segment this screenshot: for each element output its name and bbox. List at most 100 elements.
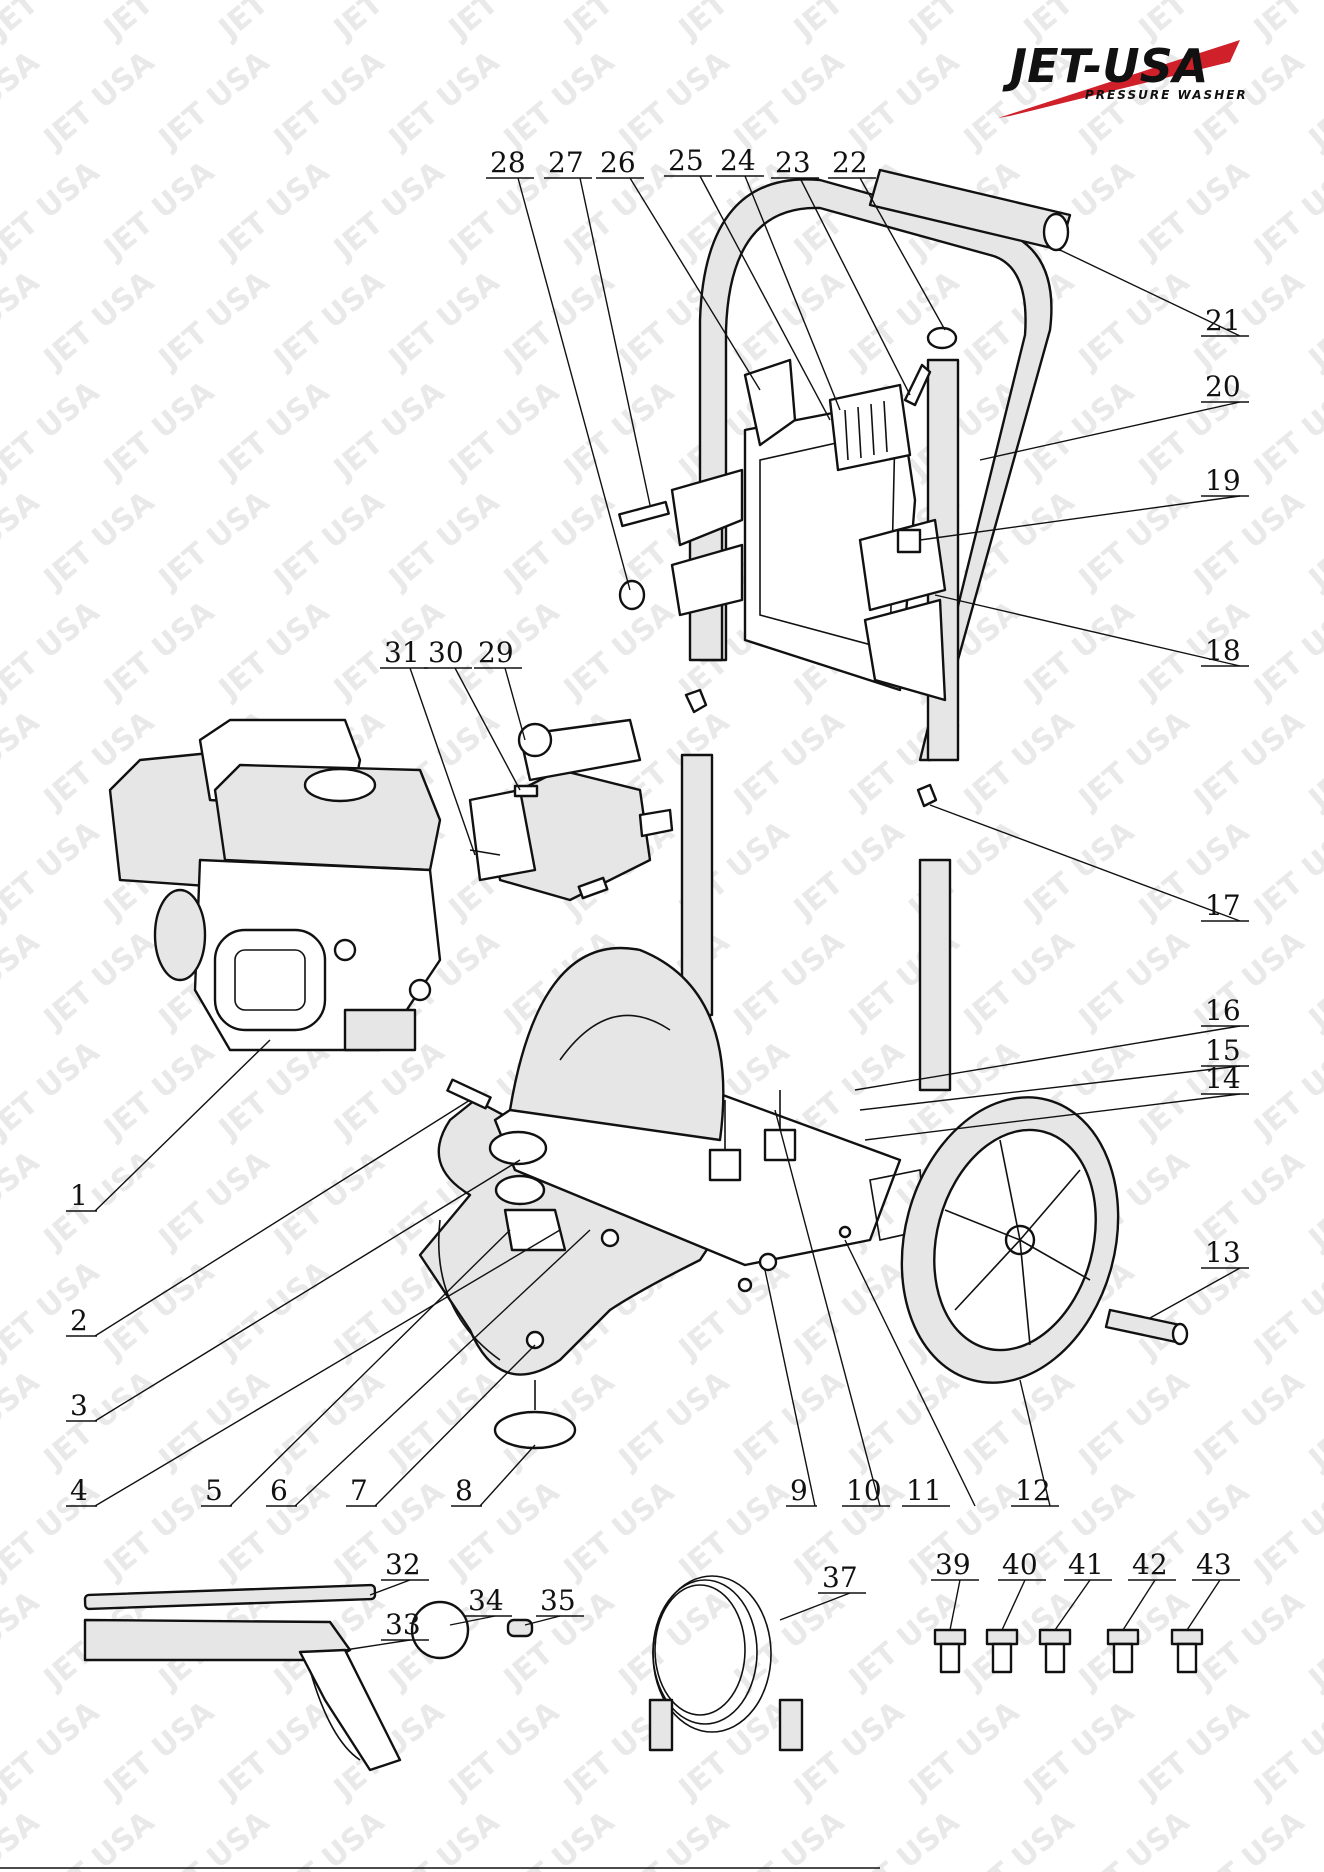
part-callout-18: 18 (1201, 634, 1249, 667)
rear-wheel (508, 946, 725, 1142)
part-callout-31: 31 (380, 636, 428, 669)
watermark: JET USA (0, 0, 107, 47)
part-number-label: 40 (1002, 1548, 1038, 1581)
watermark: JET USA (496, 264, 622, 377)
watermark: JET USA (1246, 1694, 1324, 1807)
part-number-label: 27 (548, 146, 584, 179)
watermark: JET USA (96, 594, 222, 707)
watermark: JET USA (96, 374, 222, 487)
part-callout-8: 8 (451, 1474, 482, 1507)
part-number-label: 16 (1205, 994, 1241, 1027)
part-number-label: 20 (1205, 370, 1241, 403)
watermark: JET USA (0, 1364, 47, 1477)
watermark: JET USA (326, 0, 452, 47)
part-number-label: 35 (540, 1584, 576, 1617)
watermark: JET USA (496, 484, 622, 597)
leader-line-7 (374, 1344, 536, 1507)
watermark: JET USA (96, 1034, 222, 1147)
part-callout-42: 42 (1128, 1548, 1176, 1581)
watermark: JET USA (671, 1474, 797, 1587)
leader-line-13 (1149, 1267, 1241, 1319)
leader-line-23 (799, 177, 911, 396)
logo-text: JET-USA (1002, 39, 1208, 93)
part-callout-27: 27 (544, 146, 592, 179)
spray-gun (83, 1618, 402, 1772)
leader-line-27 (579, 177, 651, 506)
leader-line-41 (1054, 1579, 1091, 1631)
watermark: JET USA (901, 1694, 1027, 1807)
part-callout-21: 21 (1201, 304, 1249, 337)
leader-line-31 (409, 667, 476, 856)
part-number-label: 9 (790, 1474, 808, 1507)
leader-line-2 (94, 1099, 471, 1337)
watermark: JET USA (496, 44, 622, 157)
part-number-label: 14 (1205, 1062, 1241, 1095)
leader-line-37 (779, 1592, 851, 1621)
watermark: JET USA (211, 154, 337, 267)
part-number-label: 37 (822, 1561, 858, 1594)
part-callout-40: 40 (998, 1548, 1046, 1581)
watermark: JET USA (441, 374, 567, 487)
leader-line-21 (1059, 249, 1241, 337)
watermark: JET USA (1071, 1364, 1197, 1477)
watermark: JET USA (1301, 44, 1324, 157)
part-callout-15: 15 (1201, 1034, 1249, 1067)
leader-line-39 (949, 1579, 961, 1631)
watermark: JET USA (1301, 1804, 1324, 1872)
part-number-label: 5 (205, 1474, 223, 1507)
part-number-label: 11 (906, 1474, 942, 1507)
leader-line-19 (919, 495, 1241, 541)
part-callout-34: 34 (464, 1584, 512, 1617)
watermark: JET USA (786, 814, 912, 927)
leader-lines (94, 175, 1241, 1651)
watermark: JET USA (151, 1144, 277, 1257)
watermark: JET USA (36, 1144, 162, 1257)
leader-line-40 (1001, 1579, 1026, 1631)
watermark: JET USA (1301, 924, 1324, 1037)
watermark: JET USA (381, 44, 507, 157)
part-callout-28: 28 (486, 146, 534, 179)
leader-line-20 (979, 401, 1241, 461)
front-wheel (900, 1096, 1189, 1384)
watermark: JET USA (0, 924, 47, 1037)
watermark: JET USA (0, 374, 107, 487)
watermark: JET USA (611, 1584, 737, 1697)
handle-frame (618, 168, 1072, 762)
watermark: JET USA (0, 44, 47, 157)
watermark: JET USA (1071, 484, 1197, 597)
part-callout-4: 4 (66, 1474, 97, 1507)
watermark: JET USA (1246, 1474, 1324, 1587)
watermark: JET USA (1246, 0, 1324, 47)
watermark: JET USA (1246, 154, 1324, 267)
watermark: JET USA (266, 44, 392, 157)
watermark: JET USA (786, 1254, 912, 1367)
watermark: JET USA (556, 594, 682, 707)
watermark: JET USA (326, 154, 452, 267)
leader-line-6 (294, 1229, 591, 1507)
watermark: JET USA (1071, 264, 1197, 377)
watermark: JET USA (0, 814, 107, 927)
part-callout-2: 2 (66, 1304, 97, 1337)
part-number-label: 21 (1205, 304, 1241, 337)
watermark: JET USA (96, 154, 222, 267)
watermark: JET USA (0, 1694, 107, 1807)
part-callout-1: 1 (66, 1179, 97, 1212)
leader-line-8 (479, 1444, 536, 1507)
watermark: JET USA (36, 484, 162, 597)
part-callout-6: 6 (266, 1474, 297, 1507)
watermark: JET USA (1186, 704, 1312, 817)
watermark: JET USA (1246, 1254, 1324, 1367)
watermark: JET USA (381, 484, 507, 597)
part-callout-9: 9 (786, 1474, 817, 1507)
filter (506, 1618, 534, 1638)
watermark: JET USA (1071, 704, 1197, 817)
watermark: JET USA (1016, 374, 1142, 487)
leader-line-10 (774, 1109, 881, 1507)
watermark: JET USA (441, 0, 567, 47)
watermark: JET USA (496, 1804, 622, 1872)
leader-line-22 (859, 177, 946, 331)
watermark: JET USA (611, 1364, 737, 1477)
part-callout-19: 19 (1201, 464, 1249, 497)
leader-line-34 (449, 1615, 496, 1626)
